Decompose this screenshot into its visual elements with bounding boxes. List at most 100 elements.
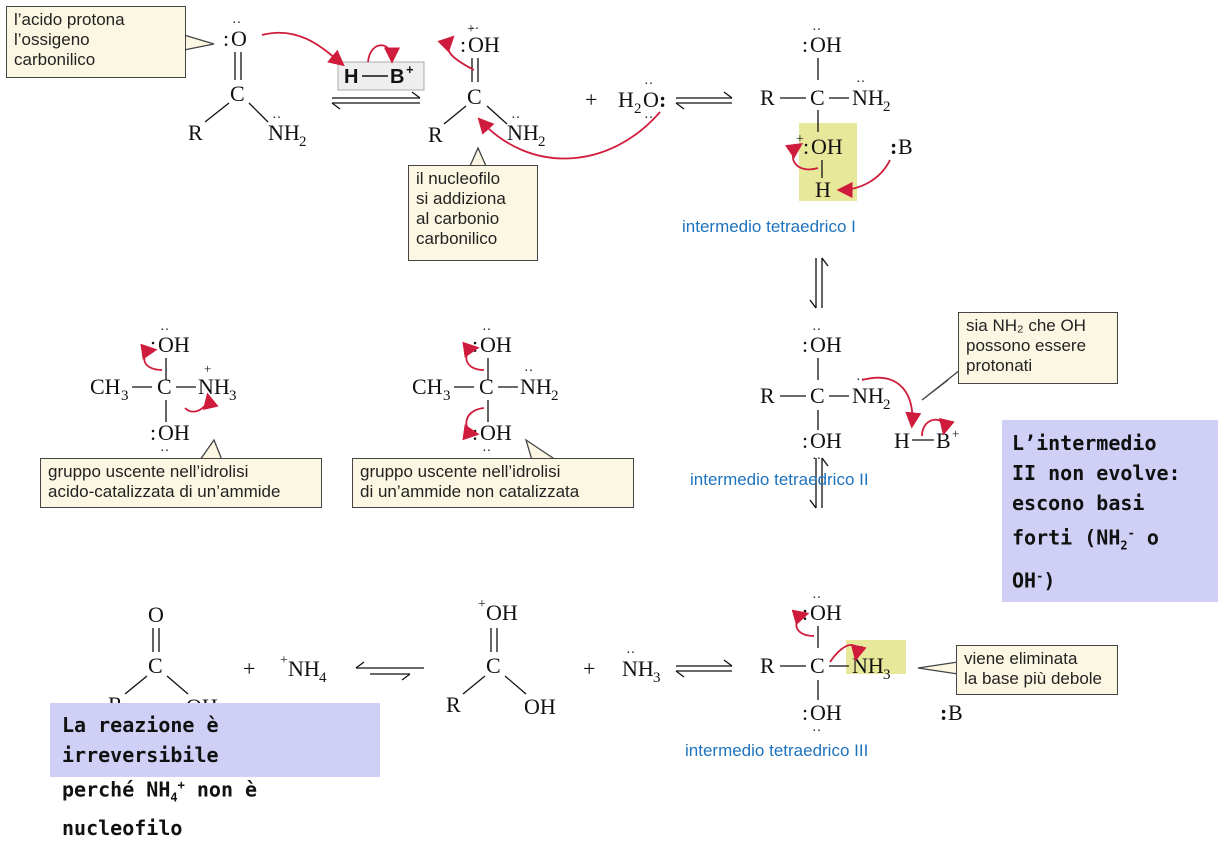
plus-sign: + — [243, 656, 255, 681]
svg-text:NH: NH — [852, 383, 884, 408]
svg-text:NH: NH — [507, 120, 539, 145]
svg-text:+: + — [796, 132, 804, 147]
svg-text:+: + — [585, 87, 597, 112]
svg-text:OH: OH — [524, 694, 556, 719]
equilibrium-arrow — [675, 91, 733, 110]
curved-arrow — [140, 343, 163, 371]
uncatalyzed-intermediate: : OH ·· CH 3 C NH 2 ·· : OH ·· — [412, 323, 559, 459]
note-line: escono basi — [1012, 491, 1145, 515]
equilibrium-arrow — [355, 661, 424, 681]
svg-text::: : — [472, 332, 478, 357]
svg-text:··: ·· — [644, 111, 653, 126]
curved-arrow — [462, 407, 485, 441]
callout-nucleophile-adds: il nucleofilo si addiziona al carbonio c… — [408, 165, 538, 261]
svg-text:2: 2 — [883, 397, 891, 413]
svg-text:C: C — [157, 374, 172, 399]
subscript: 2 — [1120, 538, 1128, 553]
svg-text::: : — [150, 332, 156, 357]
svg-text::: : — [803, 134, 809, 159]
svg-text:··: ·· — [524, 364, 533, 379]
svg-text::: : — [802, 600, 808, 625]
svg-text:NH: NH — [288, 656, 320, 681]
reaction-scheme: : O ·· C R NH 2 ·· H B + + : OH ·· C R — [90, 16, 963, 739]
ammonia: NH 3 ·· — [622, 646, 661, 686]
svg-text:··: ·· — [644, 77, 653, 92]
svg-text:NH: NH — [852, 85, 884, 110]
svg-text::: : — [940, 700, 947, 725]
svg-text:+: + — [478, 597, 486, 612]
callout-line: l’acido protona — [14, 10, 125, 29]
acid-catalyzed-intermediate: : OH ·· CH 3 C NH 3 + : OH ·· — [90, 323, 237, 459]
svg-text:OH: OH — [468, 32, 500, 57]
svg-text:C: C — [810, 653, 825, 678]
callout-line: carbonilico — [14, 50, 96, 69]
svg-text::: : — [460, 32, 466, 57]
equilibrium-arrow — [675, 659, 733, 678]
curved-arrow — [477, 111, 661, 160]
note-irreversible: La reazione è irreversibile perché NH4+ … — [50, 703, 380, 840]
svg-text:+: + — [583, 656, 595, 681]
svg-text:··: ·· — [812, 23, 821, 38]
note-text: o — [1134, 525, 1159, 550]
svg-text:+: + — [280, 653, 288, 668]
curved-arrow — [184, 392, 219, 413]
curved-arrow — [861, 377, 922, 429]
svg-text:H: H — [815, 177, 831, 202]
caption-tetrahedral-2: intermedio tetraedrico II — [690, 470, 869, 489]
svg-text:OH: OH — [810, 332, 842, 357]
callout-line: l’ossigeno — [14, 30, 90, 49]
svg-text:R: R — [188, 120, 203, 145]
svg-text:C: C — [148, 653, 163, 678]
callout-acid-protonates: l’acido protona l’ossigeno carbonilico — [6, 6, 186, 78]
callout-line: viene eliminata — [964, 649, 1078, 668]
svg-text:··: ·· — [160, 444, 169, 459]
svg-text:R: R — [760, 653, 775, 678]
svg-text:O: O — [148, 602, 164, 627]
note-line: La reazione è irreversibile — [62, 713, 219, 767]
svg-text:··: ·· — [856, 373, 865, 388]
svg-text:O: O — [643, 87, 659, 112]
note-intermediate-2: L’intermedio II non evolve: escono basi … — [1002, 420, 1218, 602]
water: H 2 O ·· : ·· — [618, 77, 666, 126]
svg-text:NH: NH — [268, 120, 300, 145]
svg-text:3: 3 — [443, 388, 451, 404]
svg-text::: : — [890, 134, 897, 159]
callout-leaving-acid: gruppo uscente nell’idrolisi acido-catal… — [40, 458, 322, 508]
protonated-amide: + : OH ·· C R NH 2 ·· — [428, 22, 546, 150]
svg-text:3: 3 — [229, 388, 237, 404]
svg-text::: : — [150, 420, 156, 445]
callout-line: il nucleofilo — [416, 169, 501, 188]
svg-text:R: R — [760, 383, 775, 408]
svg-text:H: H — [894, 428, 910, 453]
svg-text:NH: NH — [622, 656, 654, 681]
svg-text:B: B — [948, 700, 963, 725]
note-line: perché NH4+ non è nucleofilo — [62, 770, 368, 843]
callout-line: carbonilico — [416, 229, 498, 248]
svg-text:OH: OH — [810, 428, 842, 453]
callout-line: gruppo uscente nell’idrolisi — [48, 462, 249, 481]
plus-sign: + — [583, 656, 595, 681]
svg-text:3: 3 — [121, 388, 129, 404]
svg-text:O: O — [231, 26, 247, 51]
superscript: + — [177, 778, 185, 792]
svg-text:C: C — [230, 81, 245, 106]
curved-arrow — [261, 31, 345, 67]
svg-text:R: R — [760, 85, 775, 110]
svg-text:H: H — [618, 87, 634, 112]
svg-text:3: 3 — [653, 670, 661, 686]
svg-text::: : — [802, 700, 808, 725]
svg-text:B: B — [898, 134, 913, 159]
callout-line: gruppo uscente nell’idrolisi — [360, 462, 561, 481]
svg-text::: : — [802, 428, 808, 453]
curved-arrow — [462, 341, 485, 371]
svg-text::: : — [802, 332, 808, 357]
svg-text:+: + — [467, 22, 475, 37]
ammonium: + NH 4 — [280, 653, 327, 686]
svg-text:··: ·· — [482, 323, 491, 338]
callout-line: sia NH₂ che OH — [966, 316, 1086, 335]
svg-text::: : — [659, 87, 666, 112]
curved-arrow — [791, 609, 815, 637]
callout-pointer — [183, 34, 961, 675]
plus-sign: + — [585, 87, 597, 112]
svg-text:··: ·· — [160, 323, 169, 338]
